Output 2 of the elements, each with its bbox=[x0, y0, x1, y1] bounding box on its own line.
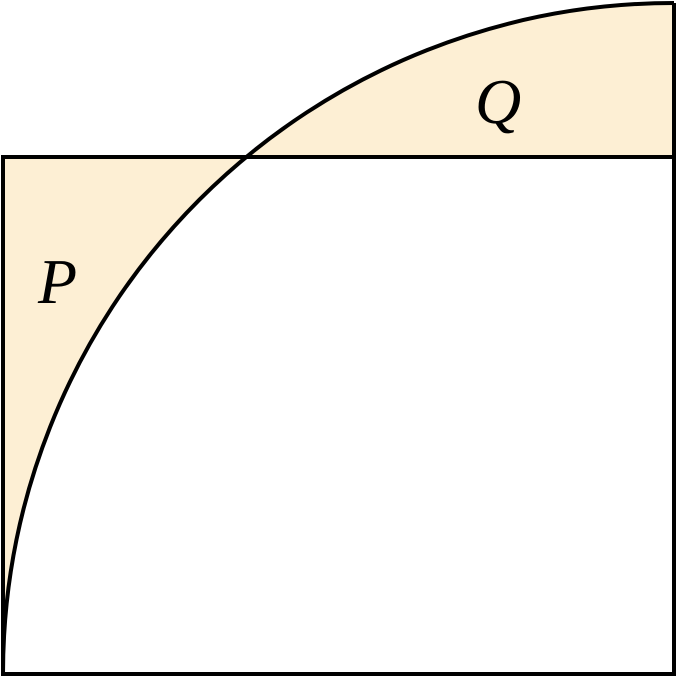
region-label: P bbox=[38, 250, 78, 314]
region-label: Q bbox=[475, 70, 522, 134]
